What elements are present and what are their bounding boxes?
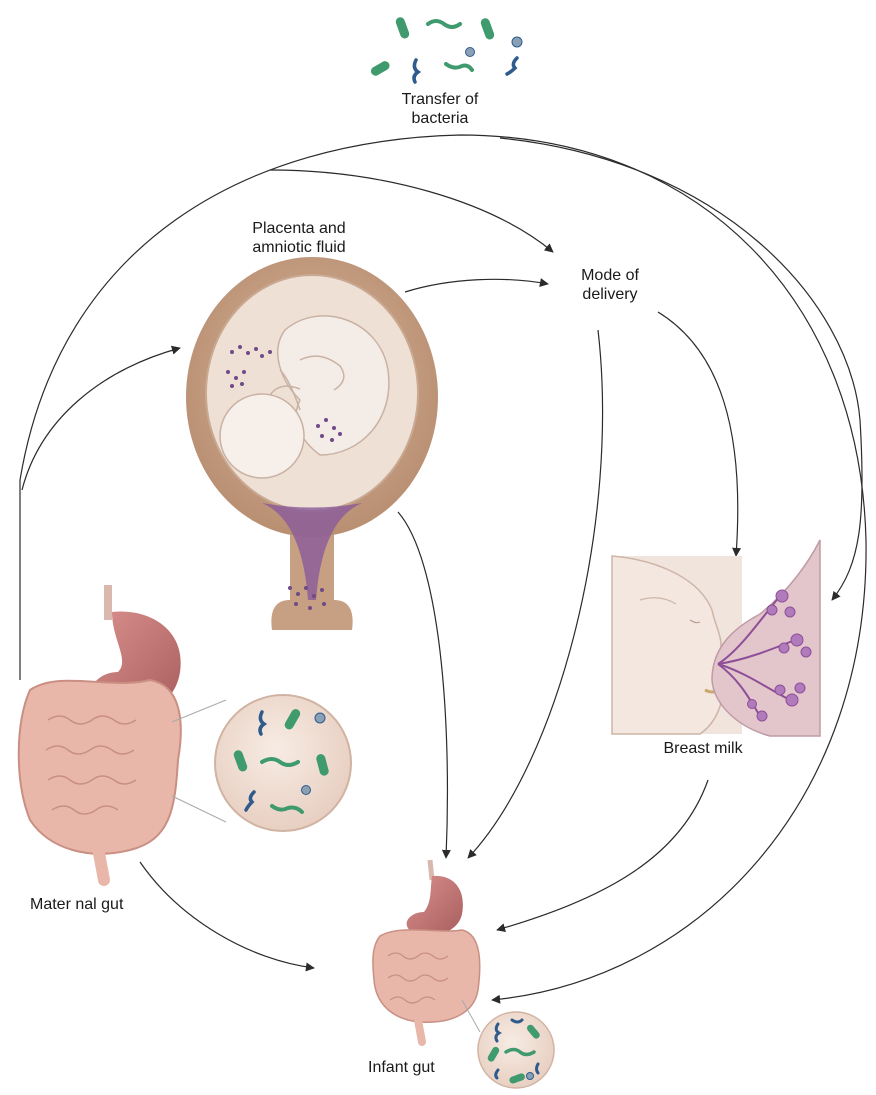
infant-bacteria-circle-icon bbox=[478, 1012, 554, 1088]
arrow-uterus-to-mode bbox=[405, 279, 548, 292]
breastfeeding-icon bbox=[612, 540, 820, 736]
arrow-top-to-breast bbox=[500, 138, 862, 600]
arrow-mode-to-breast bbox=[658, 312, 738, 556]
transfer-label-line1: Transfer of bbox=[380, 90, 500, 109]
mode-label-line1: Mode of bbox=[550, 266, 670, 285]
arrow-breast-to-infant bbox=[497, 780, 708, 930]
breast-milk-label: Breast milk bbox=[648, 739, 758, 758]
infant-gut-label: Infant gut bbox=[368, 1058, 463, 1077]
bacteria-cluster-icon bbox=[369, 16, 522, 82]
magnified-bacteria-circle-icon bbox=[215, 695, 351, 831]
uterus-fetus-icon bbox=[186, 257, 438, 630]
placenta-label-line1: Placenta and bbox=[224, 219, 374, 238]
placenta-label-line2: amniotic fluid bbox=[224, 238, 374, 257]
transfer-of-bacteria-label: Transfer of bacteria bbox=[380, 90, 500, 128]
infant-stomach-icon bbox=[407, 876, 463, 936]
maternal-gut-label: Mater nal gut bbox=[30, 895, 160, 914]
arrow-maternal-to-placenta bbox=[22, 348, 180, 490]
arrow-maternal-to-infant bbox=[140, 862, 314, 968]
infant-gut-icon bbox=[373, 860, 554, 1088]
arrow-mode-to-infant bbox=[468, 330, 603, 858]
mode-of-delivery-label: Mode of delivery bbox=[550, 266, 670, 304]
mode-label-line2: delivery bbox=[550, 285, 670, 304]
placenta-amniotic-fluid-label: Placenta and amniotic fluid bbox=[224, 219, 374, 257]
transfer-label-line2: bacteria bbox=[380, 109, 500, 128]
arrow-uterus-to-infant bbox=[398, 512, 447, 858]
